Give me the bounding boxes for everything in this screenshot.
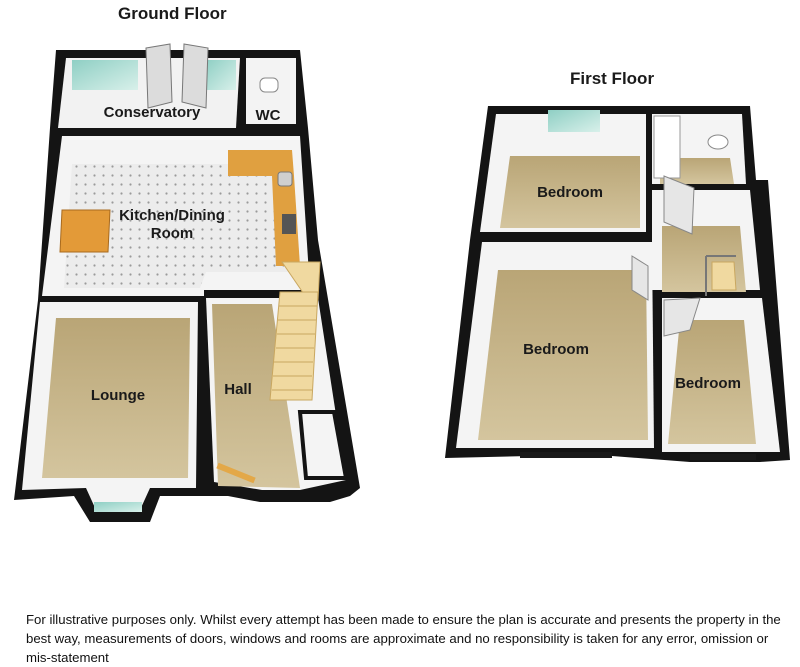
under-stair-cupboard [297, 410, 349, 480]
first-floor-front-window-left [520, 452, 612, 458]
kitchen-dining-label-line2: Room [151, 225, 194, 242]
first-floor-plan: Bedroom Bedroom Bedroom [445, 106, 790, 462]
first-floor-stair-rail [705, 255, 737, 296]
bathroom-bath [653, 115, 681, 179]
lounge-floor [42, 318, 190, 478]
bedroom-top-label: Bedroom [537, 184, 603, 201]
bedroom-large-door [631, 255, 649, 301]
kitchen-tiled-floor [64, 164, 300, 288]
bedroom-large-floor [478, 270, 648, 440]
kitchen-worktop-top [228, 150, 294, 176]
conservatory-french-doors [145, 43, 173, 109]
bedroom-large-label: Bedroom [523, 341, 589, 358]
kitchen-hob [282, 214, 296, 234]
disclaimer-text: For illustrative purposes only. Whilst e… [26, 612, 781, 665]
lounge-label: Lounge [91, 387, 145, 404]
conservatory-glass-right [206, 60, 236, 90]
ground-floor-plan: Conservatory WC Kitchen/Dining Room Loun… [14, 43, 360, 522]
first-floor-front-window-right [690, 454, 756, 460]
wc-label: WC [256, 107, 281, 124]
bedroom-small-floor [668, 320, 756, 444]
kitchen-dining-label-line1: Kitchen/Dining [119, 207, 225, 224]
hall-label: Hall [224, 381, 252, 398]
dining-table [59, 209, 111, 253]
bedroom-small-door [663, 297, 701, 337]
conservatory-french-doors-right [181, 43, 209, 109]
conservatory-glass-left [72, 60, 138, 90]
ground-floor-title: Ground Floor [118, 4, 227, 23]
hall-front-door [216, 462, 256, 484]
bathroom-basin [707, 134, 729, 150]
lounge-bay-window [94, 502, 142, 512]
kitchen-sink [277, 171, 293, 187]
first-floor-title: First Floor [570, 69, 655, 88]
bedroom-top-window [548, 110, 600, 132]
conservatory-label: Conservatory [104, 104, 201, 121]
bedroom-small-label: Bedroom [675, 375, 741, 392]
bedroom-top-floor [500, 156, 640, 228]
ground-floor-staircase [269, 261, 321, 401]
wc-toilet [259, 77, 279, 93]
landing-door [663, 175, 695, 235]
